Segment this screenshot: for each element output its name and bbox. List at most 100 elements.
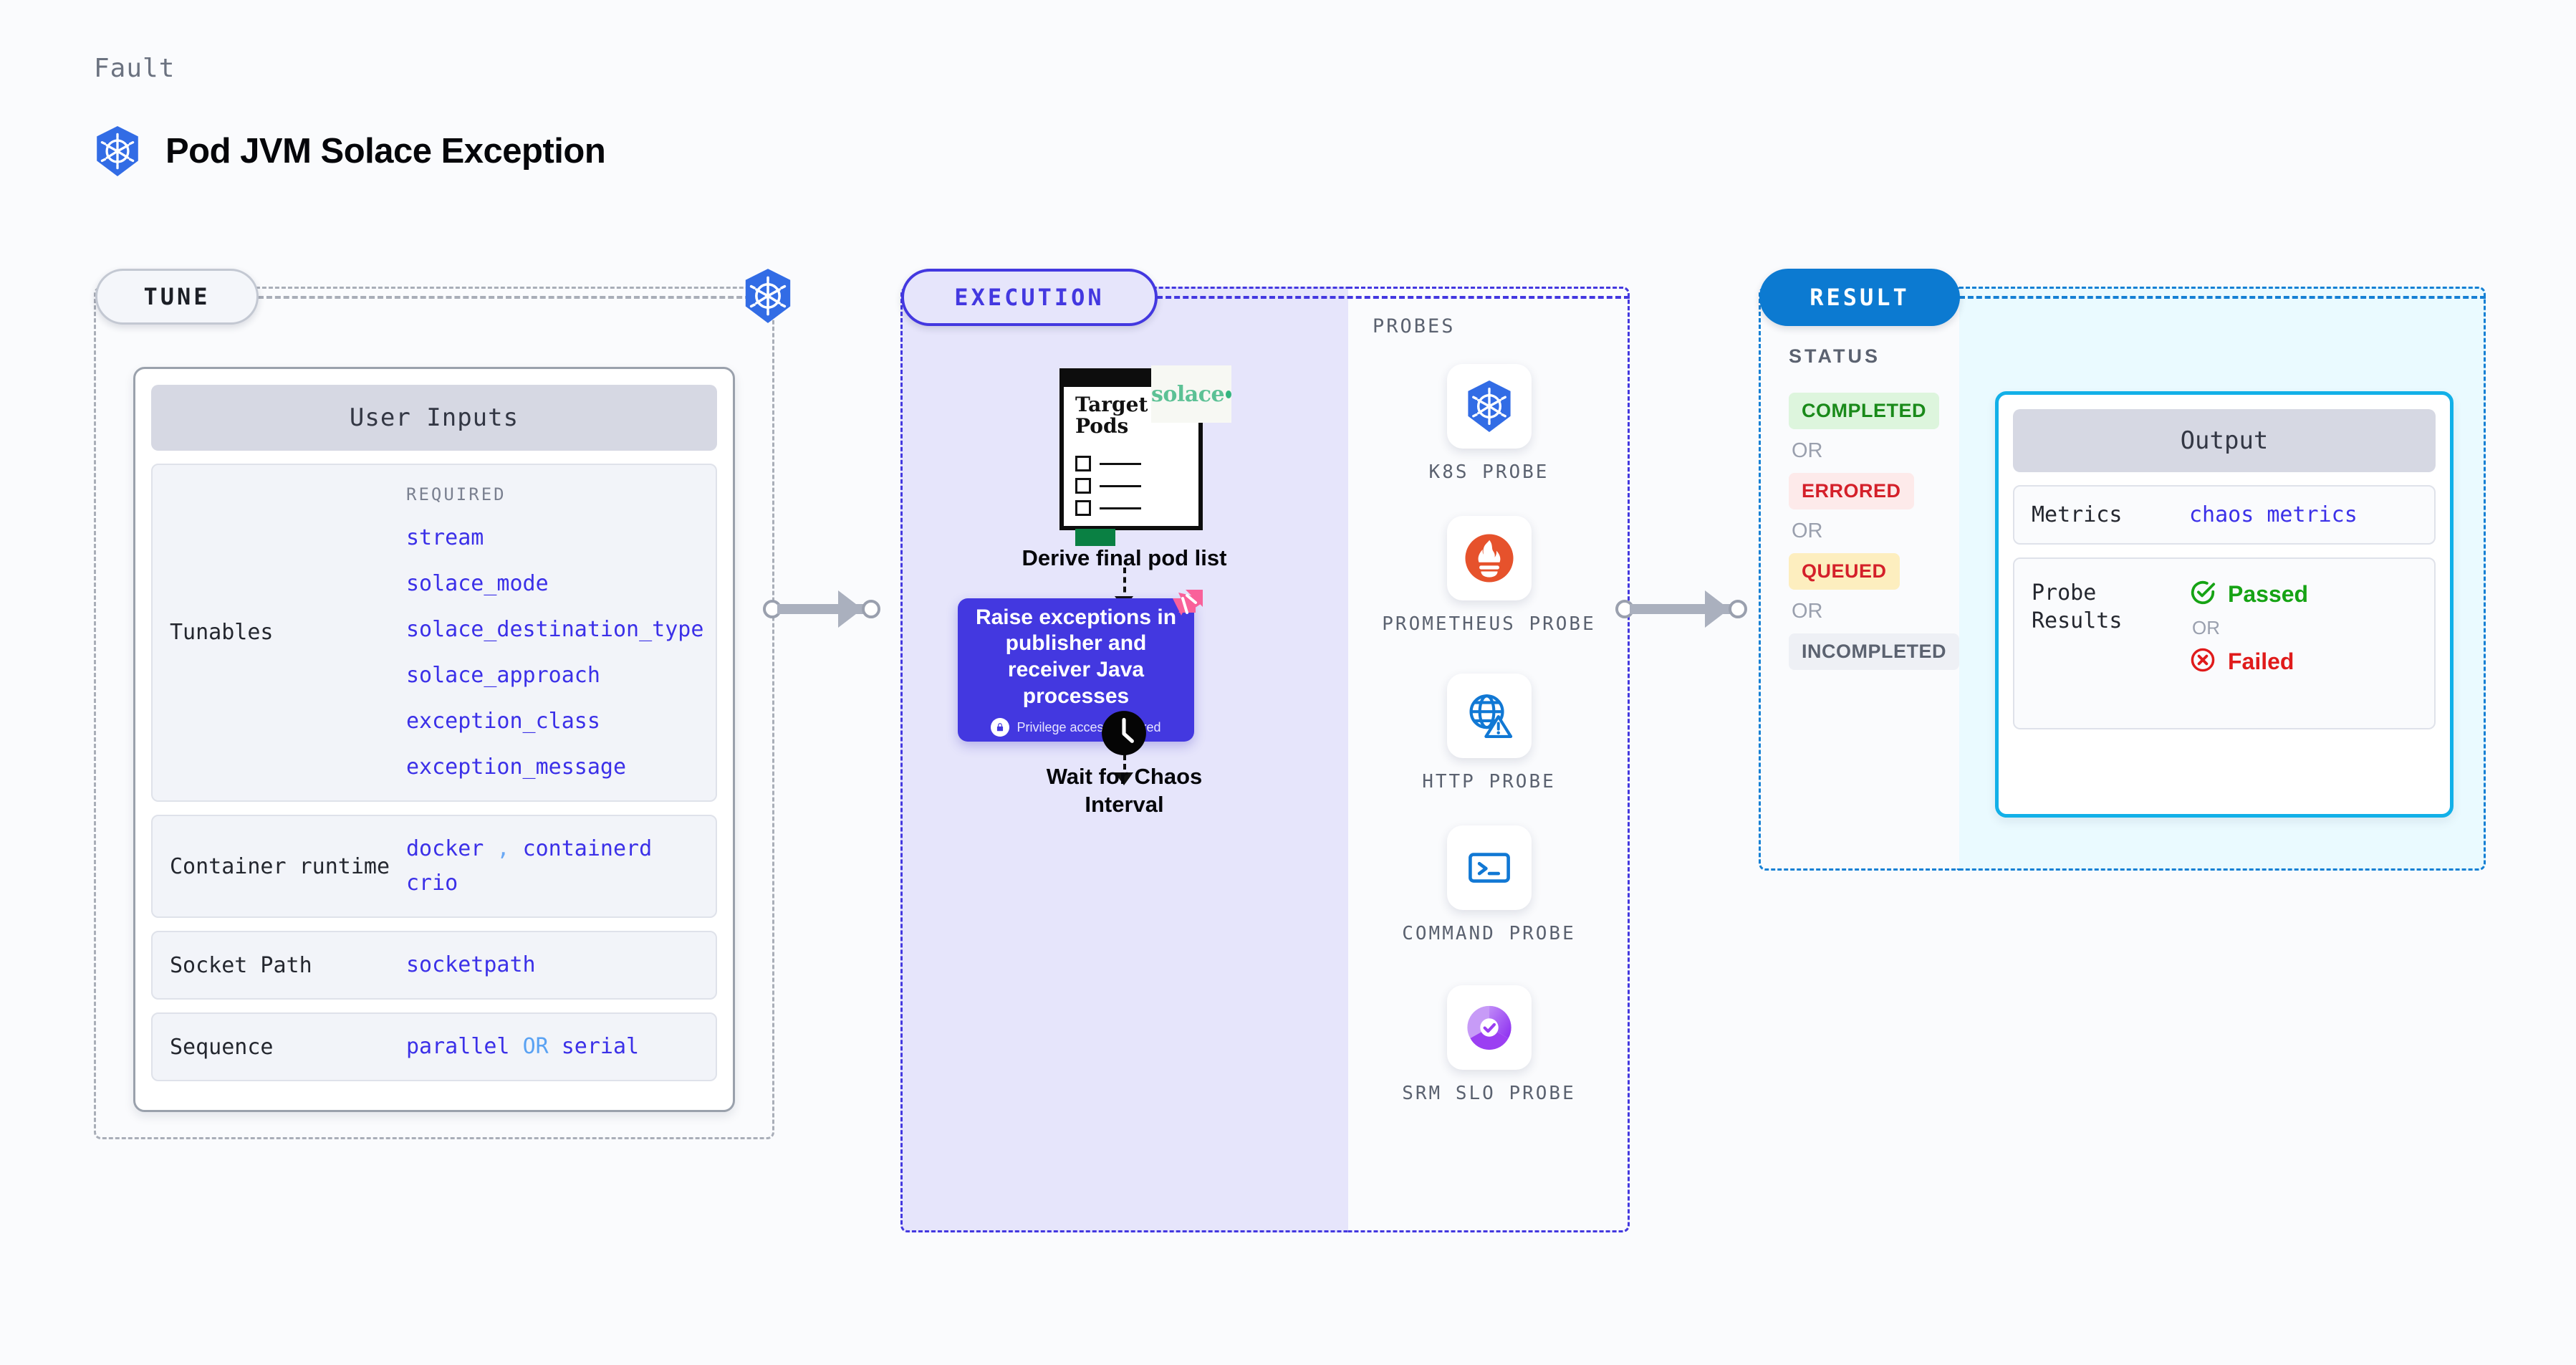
probe-results-or: OR bbox=[2192, 617, 2220, 638]
status-or-1: OR bbox=[1792, 439, 1823, 462]
sequence-row: Sequence parallel OR serial bbox=[151, 1012, 717, 1082]
sequence-serial[interactable]: serial bbox=[561, 1034, 640, 1060]
connector-tune-to-execution bbox=[763, 588, 906, 631]
status-or-3: OR bbox=[1792, 600, 1823, 623]
runtime-crio[interactable]: crio bbox=[406, 871, 458, 896]
metrics-row: Metrics chaos metrics bbox=[2013, 485, 2436, 545]
runtime-containerd[interactable]: containerd bbox=[522, 836, 653, 862]
probe-label: PROMETHEUS PROBE bbox=[1382, 613, 1596, 635]
page-title: Pod JVM Solace Exception bbox=[165, 132, 606, 171]
tunable-stream[interactable]: stream bbox=[406, 525, 484, 551]
step-wait-chaos-interval: Wait for Chaos Interval bbox=[1046, 764, 1203, 817]
socket-path-label: Socket Path bbox=[170, 952, 312, 978]
probe-item-srm-slo[interactable]: SRM SLO PROBE bbox=[1348, 985, 1630, 1106]
checkbox-icon bbox=[1075, 478, 1091, 494]
flow-arrow-line bbox=[1123, 567, 1126, 602]
probe-results-values: Passed OR Failed bbox=[2189, 579, 2308, 677]
tune-leader-line bbox=[258, 296, 759, 299]
sequence-conjunction: OR bbox=[522, 1034, 549, 1060]
sequence-parallel[interactable]: parallel bbox=[406, 1034, 510, 1060]
flow-arrow-head-icon bbox=[1115, 772, 1133, 785]
probe-label: SRM SLO PROBE bbox=[1402, 1083, 1576, 1104]
status-badge-queued: QUEUED bbox=[1789, 553, 1900, 590]
status-label: STATUS bbox=[1789, 345, 1880, 367]
status-badge-completed: COMPLETED bbox=[1789, 393, 1940, 429]
list-item bbox=[1075, 456, 1141, 471]
solace-dot-icon bbox=[1226, 390, 1231, 398]
metrics-label: Metrics bbox=[2032, 502, 2123, 527]
kubernetes-icon bbox=[742, 268, 794, 324]
sequence-label: Sequence bbox=[170, 1034, 274, 1060]
user-inputs-title: User Inputs bbox=[151, 385, 717, 451]
status-or-2: OR bbox=[1792, 519, 1823, 542]
action-box-text: Raise exceptions in publisher and receiv… bbox=[975, 605, 1177, 708]
result-pill[interactable]: RESULT bbox=[1759, 269, 1960, 326]
sequence-values: parallel OR serial bbox=[406, 1030, 639, 1064]
flow-arrow-line bbox=[1123, 745, 1126, 779]
clock-icon bbox=[1100, 709, 1148, 757]
probe-item-command[interactable]: COMMAND PROBE bbox=[1348, 825, 1630, 947]
connector-probes-to-result bbox=[1615, 588, 1773, 631]
probe-result-passed: Passed bbox=[2189, 579, 2308, 610]
user-inputs-card: User Inputs Tunables REQUIRED stream sol… bbox=[133, 367, 735, 1112]
kubernetes-icon bbox=[1446, 364, 1532, 449]
probe-label: HTTP PROBE bbox=[1422, 771, 1556, 792]
runtime-separator: , bbox=[496, 836, 510, 862]
page-eyebrow: Fault bbox=[94, 54, 176, 83]
x-circle-icon bbox=[2189, 646, 2216, 677]
kubernetes-icon bbox=[94, 125, 141, 177]
probe-item-http[interactable]: HTTP PROBE bbox=[1348, 674, 1630, 795]
checkbox-icon bbox=[1075, 456, 1091, 471]
target-pods-illustration: Target Pods solace bbox=[1059, 365, 1231, 546]
passed-label: Passed bbox=[2228, 581, 2309, 607]
tunable-exception-class[interactable]: exception_class bbox=[406, 709, 600, 734]
probe-results-row: Probe Results Passed OR bbox=[2013, 557, 2436, 729]
status-list: COMPLETED OR ERRORED OR QUEUED OR INCOMP… bbox=[1789, 393, 1960, 670]
lock-icon bbox=[991, 718, 1010, 737]
tunables-values: REQUIRED stream solace_mode solace_desti… bbox=[406, 481, 703, 785]
action-box: Raise exceptions in publisher and receiv… bbox=[958, 590, 1203, 742]
socket-path-value[interactable]: socketpath bbox=[406, 952, 536, 978]
probe-results-label: Probe Results bbox=[2032, 580, 2123, 633]
probe-result-failed: Failed bbox=[2189, 646, 2308, 677]
probe-label: COMMAND PROBE bbox=[1402, 923, 1576, 944]
probes-section-label: PROBES bbox=[1373, 315, 1456, 337]
probe-item-prometheus[interactable]: PROMETHEUS PROBE bbox=[1348, 516, 1630, 637]
status-badge-incompleted: INCOMPLETED bbox=[1789, 633, 1960, 670]
container-runtime-label: Container runtime bbox=[170, 853, 390, 879]
output-card: Output Metrics chaos metrics Probe Resul… bbox=[1995, 391, 2454, 818]
failed-label: Failed bbox=[2228, 648, 2294, 674]
status-badge-errored: ERRORED bbox=[1789, 473, 1914, 509]
line-icon bbox=[1100, 507, 1141, 509]
litmuschaos-icon bbox=[1166, 587, 1206, 627]
runtime-docker[interactable]: docker bbox=[406, 836, 484, 862]
required-label: REQUIRED bbox=[406, 484, 506, 504]
tunable-solace-approach[interactable]: solace_approach bbox=[406, 663, 600, 689]
probe-item-k8s[interactable]: K8S PROBE bbox=[1348, 364, 1630, 485]
tunable-solace-mode[interactable]: solace_mode bbox=[406, 571, 549, 597]
http-globe-icon bbox=[1446, 674, 1532, 758]
tunable-solace-destination-type[interactable]: solace_destination_type bbox=[406, 617, 704, 643]
socket-path-row: Socket Path socketpath bbox=[151, 931, 717, 1000]
container-runtime-row: Container runtime docker , containerd cr… bbox=[151, 815, 717, 919]
terminal-icon bbox=[1446, 825, 1532, 910]
tune-pill[interactable]: TUNE bbox=[95, 269, 259, 325]
line-icon bbox=[1100, 462, 1141, 465]
prometheus-icon bbox=[1446, 516, 1532, 600]
container-runtime-values: docker , containerd crio bbox=[406, 832, 652, 901]
output-title: Output bbox=[2013, 409, 2436, 472]
tunables-label: Tunables bbox=[170, 620, 274, 646]
solace-wordmark: solace bbox=[1151, 381, 1225, 407]
tunable-exception-message[interactable]: exception_message bbox=[406, 755, 627, 780]
execution-pill[interactable]: EXECUTION bbox=[901, 269, 1158, 326]
metrics-value[interactable]: chaos metrics bbox=[2189, 502, 2358, 527]
document-green-bar bbox=[1075, 529, 1115, 546]
tunables-list: stream solace_mode solace_destination_ty… bbox=[406, 521, 703, 785]
execution-leader-line bbox=[1157, 296, 1630, 299]
list-item bbox=[1075, 478, 1141, 494]
result-column: STATUS COMPLETED OR ERRORED OR QUEUED OR… bbox=[1759, 287, 1960, 871]
document-checklist bbox=[1075, 456, 1141, 516]
probes-column: PROBES K8S PROBE bbox=[1348, 287, 1630, 1232]
list-item bbox=[1075, 500, 1141, 516]
